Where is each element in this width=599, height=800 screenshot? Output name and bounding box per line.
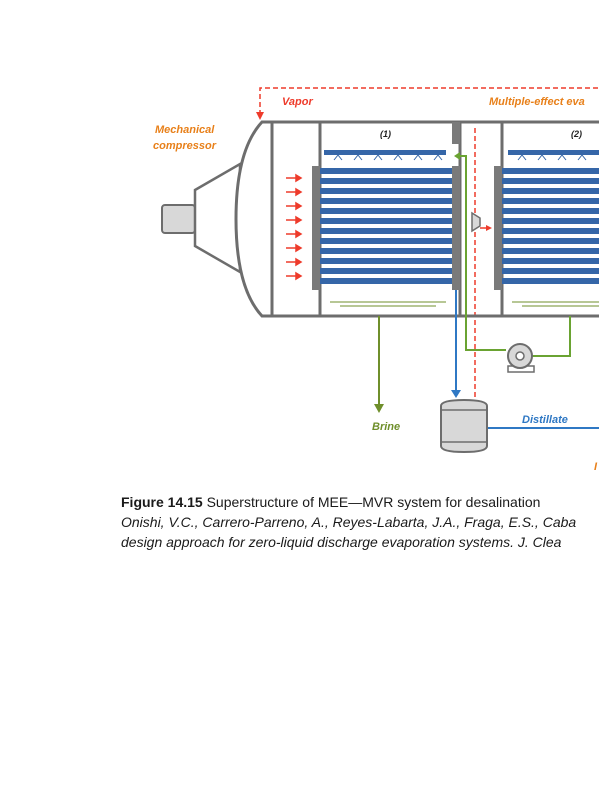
effect-1-brine-pool	[330, 301, 446, 307]
distillate-line	[455, 290, 599, 429]
recirculation-arrowhead	[454, 152, 460, 160]
effect-1-tubesheet-right	[452, 166, 460, 290]
compressor-motor	[161, 204, 196, 234]
effect-2-brine-pool	[512, 301, 599, 307]
brine-arrowhead	[374, 404, 384, 413]
vapor-flow-arrows	[286, 173, 303, 281]
effect-2	[494, 150, 599, 307]
effect-1-label: (1)	[380, 129, 391, 139]
edge-fragment-label: I	[594, 461, 598, 470]
compressor-label: compressor	[153, 140, 217, 152]
distillate-label: Distillate	[522, 414, 568, 426]
multiple-effect-label: Multiple-effect eva	[489, 96, 585, 108]
caption-text-1: Superstructure of MEE—MVR system for des…	[202, 494, 541, 510]
mee-mvr-diagram: Vapor Multiple-effect eva Mechanical com…	[153, 87, 599, 470]
compressor-cone	[193, 161, 242, 275]
mechanical-label: Mechanical	[155, 124, 215, 136]
effect-2-tube-bundle	[502, 168, 599, 284]
effect-1-tube-bundle	[320, 168, 452, 284]
vapor-label: Vapor	[282, 96, 313, 108]
figure-caption: Figure 14.15 Superstructure of MEE—MVR s…	[121, 492, 599, 552]
compressor-casing	[234, 120, 272, 318]
effect-2-spray	[517, 154, 587, 161]
caption-line-1: Figure 14.15 Superstructure of MEE—MVR s…	[121, 492, 599, 512]
effect-2-label: (2)	[571, 129, 582, 139]
compressor	[161, 120, 272, 318]
distillate-arrowhead	[451, 390, 461, 398]
figure-label: Figure 14.15	[121, 494, 203, 510]
caption-line-3: design approach for zero-liquid discharg…	[121, 534, 562, 550]
vapor-transfer-arrow	[480, 225, 492, 231]
effect-1-tubesheet-left	[312, 166, 320, 290]
distillate-tank	[440, 398, 488, 454]
caption-line-2: Onishi, V.C., Carrero-Parreno, A., Reyes…	[121, 514, 577, 530]
effect-2-tubesheet-left	[494, 166, 502, 290]
effect-1-tubesheet-top	[452, 122, 460, 144]
vapor-arrowhead	[256, 112, 264, 120]
effect-1	[312, 122, 460, 307]
effect-2-sprayer	[508, 150, 599, 155]
vapor-line	[259, 87, 599, 400]
effect-1-sprayer	[324, 150, 446, 155]
valve-icon	[471, 211, 481, 233]
pump-icon	[507, 343, 535, 373]
effect-1-spray	[333, 154, 443, 161]
brine-label: Brine	[372, 421, 400, 433]
recirculation-line	[458, 155, 571, 357]
